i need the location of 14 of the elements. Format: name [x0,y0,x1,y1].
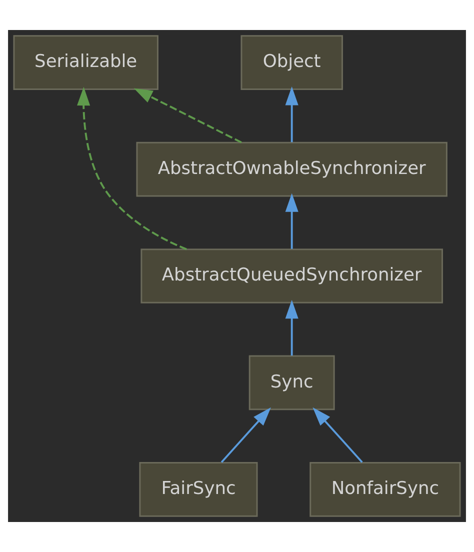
node-box: AbstractQueuedSynchronizer [140,248,443,304]
arrow [285,300,298,356]
node-box: Serializable [13,35,158,90]
node-box: Object [240,35,343,90]
node-box: NonfairSync [310,462,461,517]
node-box: Sync [248,355,335,410]
arrow [285,86,298,142]
node-box: FairSync [139,462,258,517]
arrow [312,407,363,463]
arrow [285,193,298,249]
node-box: AbstractOwnableSynchronizer [136,142,448,197]
arrow [77,86,187,250]
arrow [134,88,242,144]
arrow [220,407,271,463]
